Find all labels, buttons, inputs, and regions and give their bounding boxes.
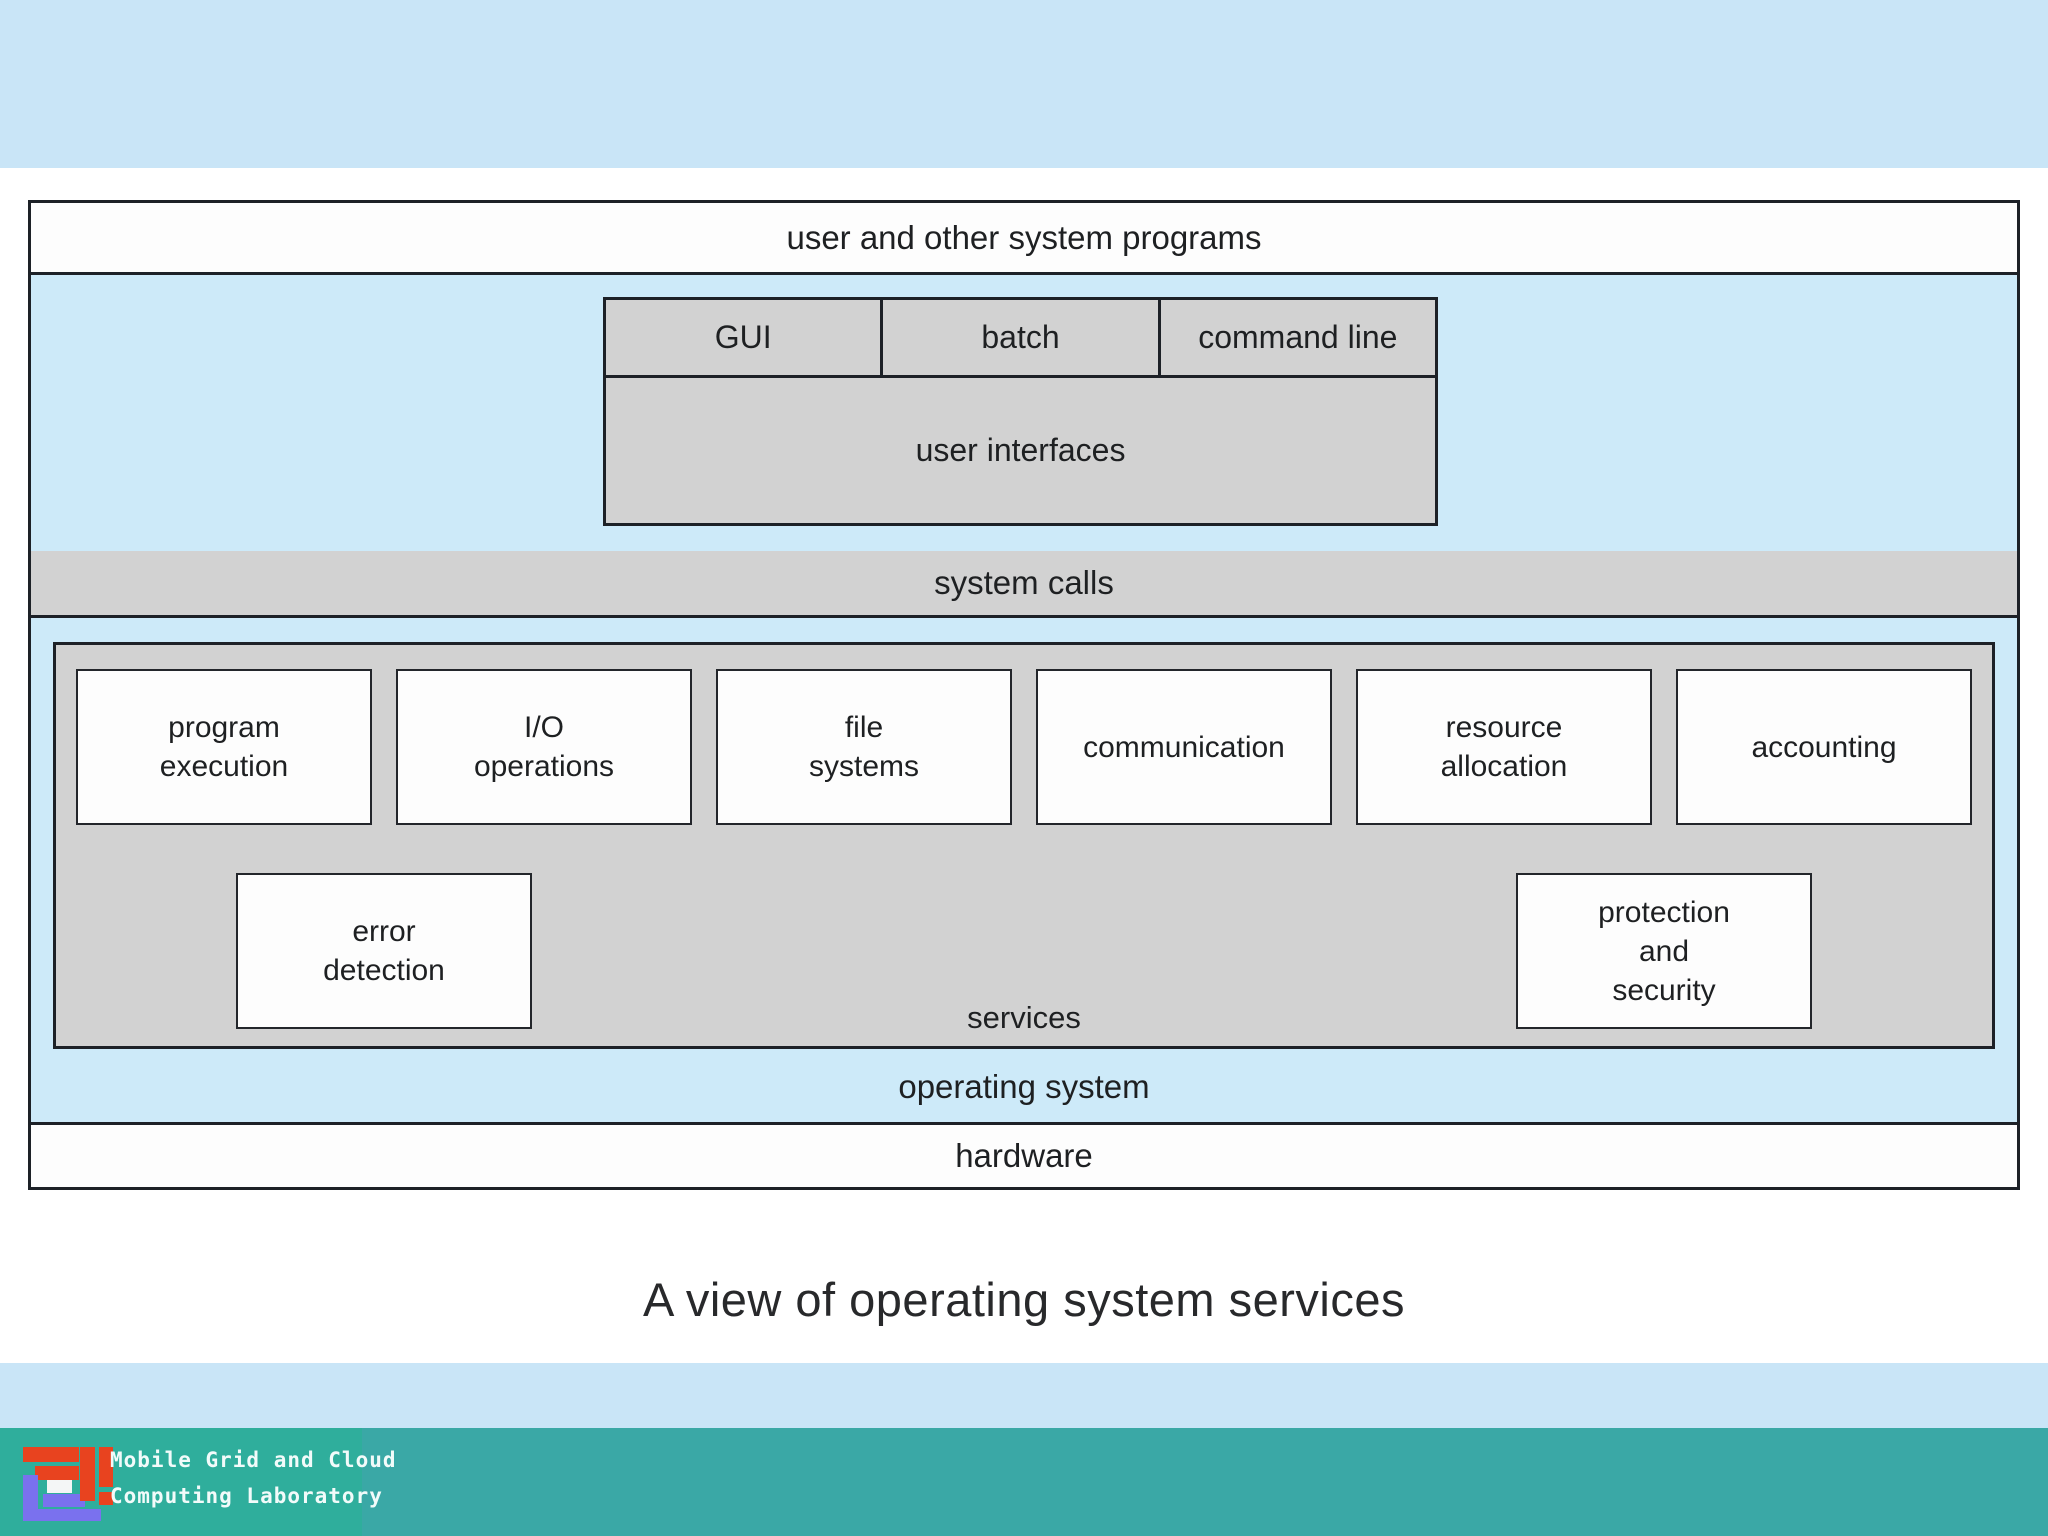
layer-user-programs: user and other system programs	[31, 203, 2017, 275]
user-zone: GUI batch command line user interfaces	[31, 275, 2017, 551]
service-error-detection: error detection	[236, 873, 532, 1029]
logo-shape	[80, 1447, 95, 1501]
logo-shape	[43, 1494, 85, 1507]
lab-name-line2: Computing Laboratory	[110, 1484, 383, 1508]
user-interfaces-label: user interfaces	[915, 432, 1126, 468]
os-zone: program execution I/O operations file sy…	[31, 618, 2017, 1125]
service-file-systems: file systems	[716, 669, 1012, 825]
logo-shape	[47, 1480, 72, 1493]
hardware-label: hardware	[955, 1137, 1093, 1174]
service-accounting: accounting	[1676, 669, 1972, 825]
logo-shape	[23, 1447, 79, 1462]
services-label: services	[967, 1000, 1081, 1035]
user-programs-label: user and other system programs	[786, 218, 1262, 256]
operating-system-label: operating system	[898, 1068, 1150, 1105]
ui-type-batch: batch	[880, 300, 1157, 375]
footer-bar: Mobile Grid and Cloud Computing Laborato…	[0, 1428, 2048, 1536]
service-program-execution: program execution	[76, 669, 372, 825]
service-communication: communication	[1036, 669, 1332, 825]
service-protection-security: protection and security	[1516, 873, 1812, 1029]
ui-type-command-line: command line	[1157, 300, 1435, 375]
lab-logo-block: Mobile Grid and Cloud Computing Laborato…	[0, 1428, 396, 1536]
lab-name: Mobile Grid and Cloud Computing Laborato…	[110, 1442, 397, 1514]
ui-types-row: GUI batch command line	[606, 300, 1435, 378]
logo-shape	[99, 1447, 113, 1487]
top-strip	[0, 0, 2048, 168]
logo-shape	[31, 1509, 101, 1521]
user-interfaces-box: GUI batch command line user interfaces	[603, 297, 1438, 526]
service-io-operations: I/O operations	[396, 669, 692, 825]
lab-name-line1: Mobile Grid and Cloud	[110, 1448, 397, 1472]
logo-shape	[23, 1475, 38, 1521]
figure-caption: A view of operating system services	[643, 1273, 1405, 1326]
os-services-diagram: user and other system programs GUI batch…	[28, 200, 2020, 1190]
layer-hardware: hardware	[31, 1125, 2017, 1187]
services-box: program execution I/O operations file sy…	[53, 642, 1995, 1049]
layer-system-calls: system calls	[31, 551, 2017, 618]
lab-logo-icon	[13, 1443, 113, 1521]
service-resource-allocation: resource allocation	[1356, 669, 1652, 825]
logo-shape	[35, 1466, 79, 1480]
system-calls-label: system calls	[934, 564, 1114, 601]
ui-type-gui: GUI	[714, 319, 772, 355]
services-row-1: program execution I/O operations file sy…	[56, 645, 1992, 825]
logo-shape	[99, 1492, 113, 1505]
bottom-strip	[0, 1363, 2048, 1428]
